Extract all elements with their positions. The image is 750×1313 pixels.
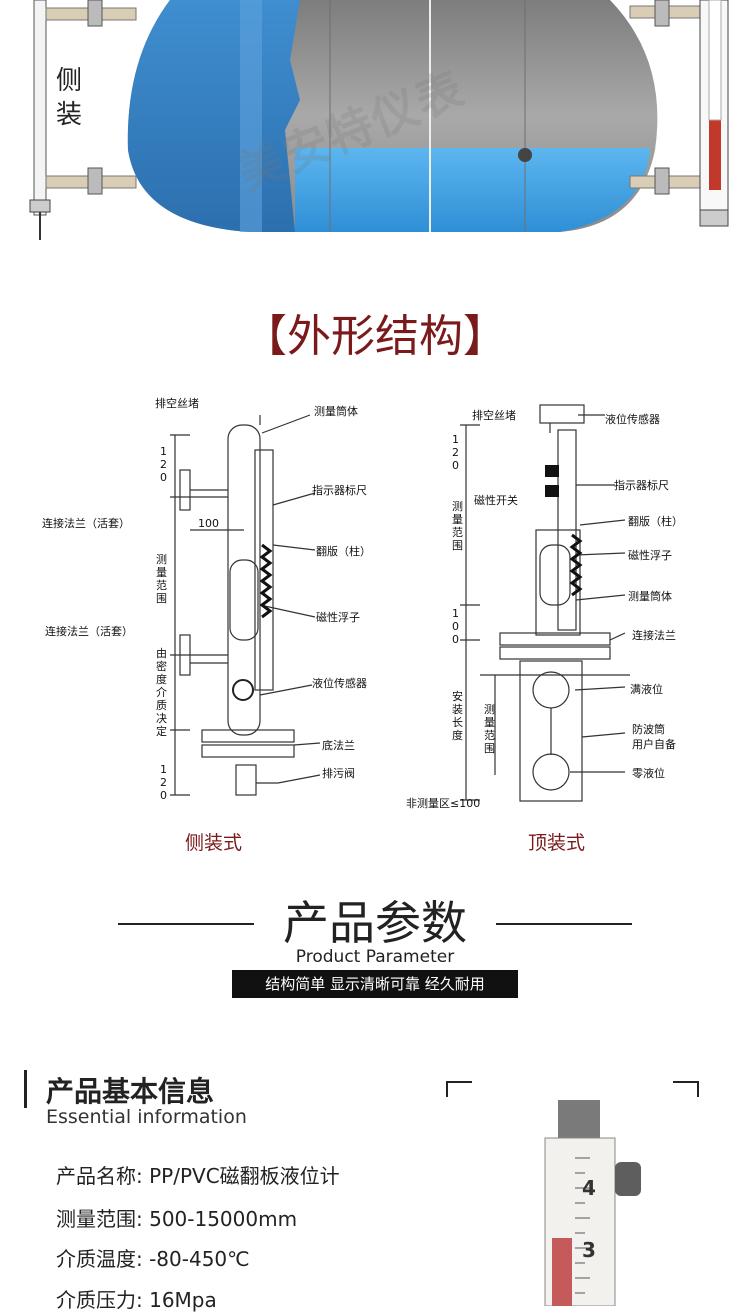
label-magnetic-float: 磁性浮子: [316, 611, 360, 624]
top-label-install-length: 安装长度: [452, 690, 463, 742]
param-measure-range: 测量范围: 500-15000mm: [56, 1207, 298, 1231]
top-label-magnetic-switch: 磁性开关: [474, 494, 518, 507]
param-medium-temp: 介质温度: -80-450℃: [56, 1247, 250, 1271]
top-label-user-supplied: 用户自备: [632, 738, 676, 751]
basic-info-title: 产品基本信息: [46, 1075, 215, 1108]
side-mount-diagram: 排空丝堵 测量筒体 120 指示器标尺 连接法兰（活套） 100 翻版（柱） 测…: [30, 385, 390, 815]
param-product-name: 产品名称: PP/PVC磁翻板液位计: [56, 1164, 340, 1188]
caption-side-mount: 侧装式: [185, 832, 243, 854]
frame-corner-tr: [673, 1081, 699, 1097]
label-dim-100: 100: [198, 517, 219, 530]
side-mount-label: 侧 装: [56, 66, 83, 130]
top-label-indicator-scale: 指示器标尺: [614, 479, 669, 492]
top-label-non-measure: 非测量区≤100: [406, 797, 481, 810]
top-mount-svg: [460, 404, 630, 802]
top-label-full-level: 满液位: [630, 683, 663, 696]
label-drain-valve: 排污阀: [322, 767, 355, 780]
tank-svg: [29, 0, 729, 240]
top-label-connect-flange: 连接法兰: [632, 629, 676, 642]
divider-left: [118, 923, 254, 925]
top-label-range2: 测量范围: [484, 703, 495, 755]
top-label-dim-120: 120: [452, 433, 459, 472]
label-level-sensor: 液位传感器: [312, 677, 367, 690]
label-vent-plug: 排空丝堵: [155, 397, 199, 410]
top-label-vent-plug: 排空丝堵: [472, 409, 516, 422]
side-mount-svg: [170, 414, 321, 796]
label-indicator-scale: 指示器标尺: [312, 484, 367, 497]
structure-title: 【外形结构】: [243, 311, 507, 362]
label-density-note: 由密度介质决定: [156, 647, 167, 738]
param-medium-pressure: 介质压力: 16Mpa: [56, 1288, 217, 1312]
label-flange-lower: 连接法兰（活套）: [45, 625, 133, 638]
label-dim-120-bottom: 120: [160, 763, 167, 802]
product-photo: 4 3: [440, 1078, 705, 1306]
top-label-dim-100: 100: [452, 607, 459, 646]
divider-right: [496, 923, 632, 925]
gauge-svg: [544, 1100, 641, 1306]
top-label-flip-plate: 翻版（柱）: [628, 515, 683, 528]
label-measure-tube: 测量筒体: [314, 405, 358, 418]
frame-corner-tl: [446, 1081, 472, 1097]
params-header: 产品参数 Product Parameter 结构简单 显示清晰可靠 经久耐用: [0, 895, 750, 1005]
label-flange-upper: 连接法兰（活套）: [42, 517, 130, 530]
basic-info-subtitle: Essential information: [46, 1106, 247, 1128]
top-label-wave-tube: 防波筒: [632, 723, 665, 736]
top-mount-diagram: 排空丝堵 液位传感器 120 指示器标尺 磁性开关 测量范围 翻版（柱） 磁性浮…: [400, 385, 740, 815]
params-title: 产品参数: [283, 896, 467, 950]
caption-top-mount: 顶装式: [528, 832, 586, 854]
label-flip-plate: 翻版（柱）: [316, 545, 371, 558]
top-label-level-sensor: 液位传感器: [605, 413, 660, 426]
top-label-zero-level: 零液位: [632, 767, 665, 780]
basic-info-accent-bar: [24, 1070, 27, 1108]
top-label-magnetic-float: 磁性浮子: [628, 549, 672, 562]
params-tagline: 结构简单 显示清晰可靠 经久耐用: [232, 970, 518, 998]
scale-number-4: 4: [582, 1176, 596, 1200]
tank-illustration: 侧 装 美安特仪表: [0, 0, 750, 250]
label-bottom-flange: 底法兰: [322, 739, 355, 752]
label-measure-range: 测量范围: [156, 553, 167, 605]
top-label-measure-tube: 测量筒体: [628, 590, 672, 603]
top-label-measure-range: 测量范围: [452, 500, 463, 552]
scale-number-3: 3: [582, 1238, 596, 1262]
label-dim-120-top: 120: [160, 445, 167, 484]
params-subtitle: Product Parameter: [295, 947, 455, 967]
